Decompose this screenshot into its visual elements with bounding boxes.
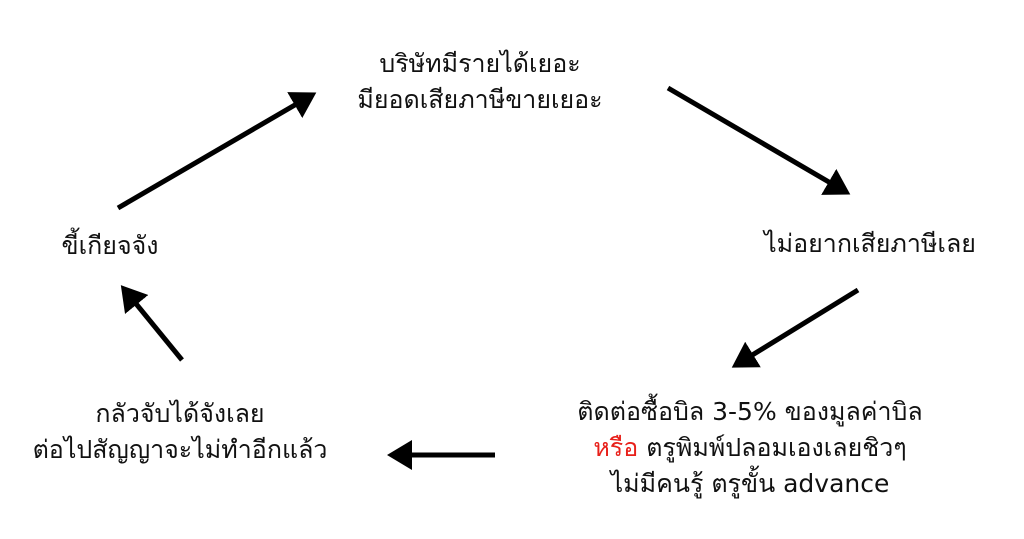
node-bottom-left: กลัวจับได้จังเลย ต่อไปสัญญาจะไม่ทำอีกแล้… [10, 396, 350, 468]
node-left: ขี้เกียจจัง [30, 228, 190, 264]
node-top: บริษัทมีรายได้เยอะ มียอดเสียภาษีขายเยอะ [330, 46, 630, 118]
node-right: ไม่อยากเสียภาษีเลย [740, 226, 1000, 262]
or-highlight: หรือ [593, 433, 639, 462]
node-right-line1: ไม่อยากเสียภาษีเลย [764, 229, 976, 258]
arrow-right-to-bottom-right [731, 287, 860, 368]
node-bottom-right-line1: ติดต่อซื้อบิล 3-5% ของมูลค่าบิล [577, 397, 923, 426]
node-bottom-right-line2: หรือ ตรูพิมพ์ปลอมเองเลยชิวๆ [530, 430, 970, 466]
node-bottom-left-line1: กลัวจับได้จังเลย [95, 399, 265, 428]
node-bottom-left-line2: ต่อไปสัญญาจะไม่ทำอีกแล้ว [32, 435, 328, 464]
node-top-line2: มียอดเสียภาษีขายเยอะ [357, 85, 603, 114]
node-bottom-right-line3: ไม่มีคนรู้ ตรูขั้น advance [610, 469, 890, 498]
node-bottom-right-line2-rest: ตรูพิมพ์ปลอมเองเลยชิวๆ [646, 433, 907, 462]
arrow-bottom-left-to-left [120, 285, 184, 362]
node-top-line1: บริษัทมีรายได้เยอะ [379, 49, 581, 78]
arrow-left-to-top [116, 92, 317, 211]
node-left-line1: ขี้เกียจจัง [61, 231, 159, 260]
arrow-top-to-right [666, 85, 851, 195]
node-bottom-right: ติดต่อซื้อบิล 3-5% ของมูลค่าบิล หรือ ตรู… [530, 394, 970, 502]
